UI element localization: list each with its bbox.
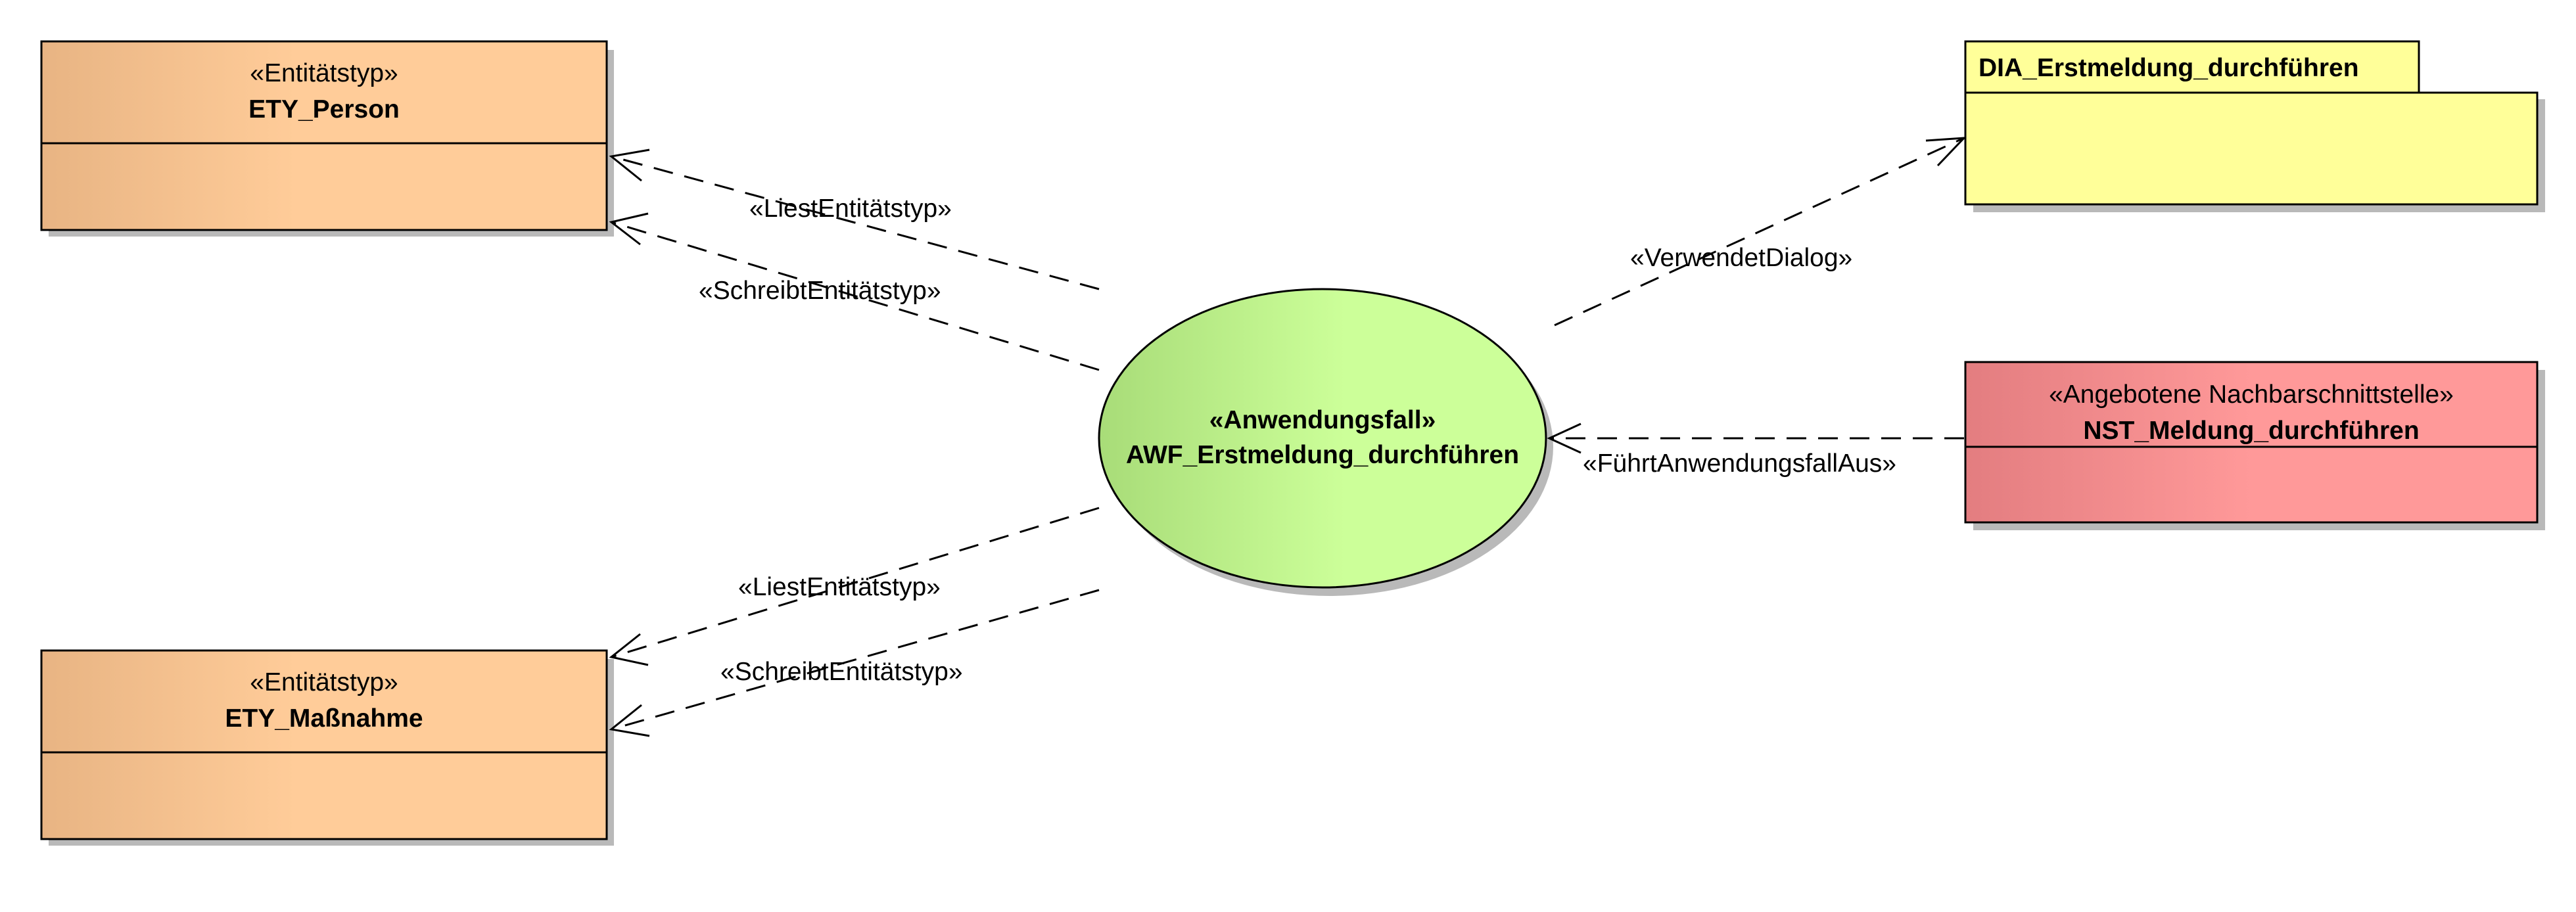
edge-label-schreibt-massnahme: «SchreibtEntitätstyp» xyxy=(720,658,963,686)
edge-verwendet-dialog[interactable] xyxy=(1554,137,1967,327)
edge-liest-massnahme[interactable] xyxy=(609,507,1100,666)
entity-ety-massnahme[interactable]: «Entitätstyp» ETY_Maßnahme xyxy=(40,649,614,846)
edge-label-liest-massnahme: «LiestEntitätstyp» xyxy=(738,573,941,601)
edge-schreibt-person[interactable] xyxy=(609,212,1100,371)
edge-label-fuehrt-aus: «FührtAnwendungsfallAus» xyxy=(1583,449,1896,478)
package-name: DIA_Erstmeldung_durchführen xyxy=(1979,54,2359,82)
edge-label-schreibt-person: «SchreibtEntitätstyp» xyxy=(699,277,941,305)
usecase-awf-erstmeldung[interactable]: «Anwendungsfall» AWF_Erstmeldung_durchfü… xyxy=(1098,288,1553,596)
package-dia-erstmeldung[interactable]: DIA_Erstmeldung_durchführen xyxy=(1964,40,2545,212)
interface-name: NST_Meldung_durchführen xyxy=(2083,417,2419,445)
entity-name: ETY_Person xyxy=(248,95,400,124)
edge-liest-person[interactable] xyxy=(609,148,1100,290)
edge-label-liest-person: «LiestEntitätstyp» xyxy=(749,194,952,223)
edge-label-verwendet-dialog: «VerwendetDialog» xyxy=(1630,244,1852,272)
edge-fuehrt-anwendungsfall-aus[interactable] xyxy=(1547,422,1964,454)
entity-stereotype: «Entitätstyp» xyxy=(250,668,398,696)
entity-name: ETY_Maßnahme xyxy=(225,704,423,733)
usecase-name: AWF_Erstmeldung_durchführen xyxy=(1126,441,1519,469)
entity-stereotype: «Entitätstyp» xyxy=(250,59,398,87)
edge-schreibt-massnahme[interactable] xyxy=(609,589,1100,737)
interface-stereotype: «Angebotene Nachbarschnittstelle» xyxy=(2049,380,2454,409)
entity-ety-person[interactable]: «Entitätstyp» ETY_Person xyxy=(40,40,614,237)
interface-nst-meldung[interactable]: «Angebotene Nachbarschnittstelle» NST_Me… xyxy=(1964,361,2545,530)
usecase-stereotype: «Anwendungsfall» xyxy=(1209,406,1436,434)
